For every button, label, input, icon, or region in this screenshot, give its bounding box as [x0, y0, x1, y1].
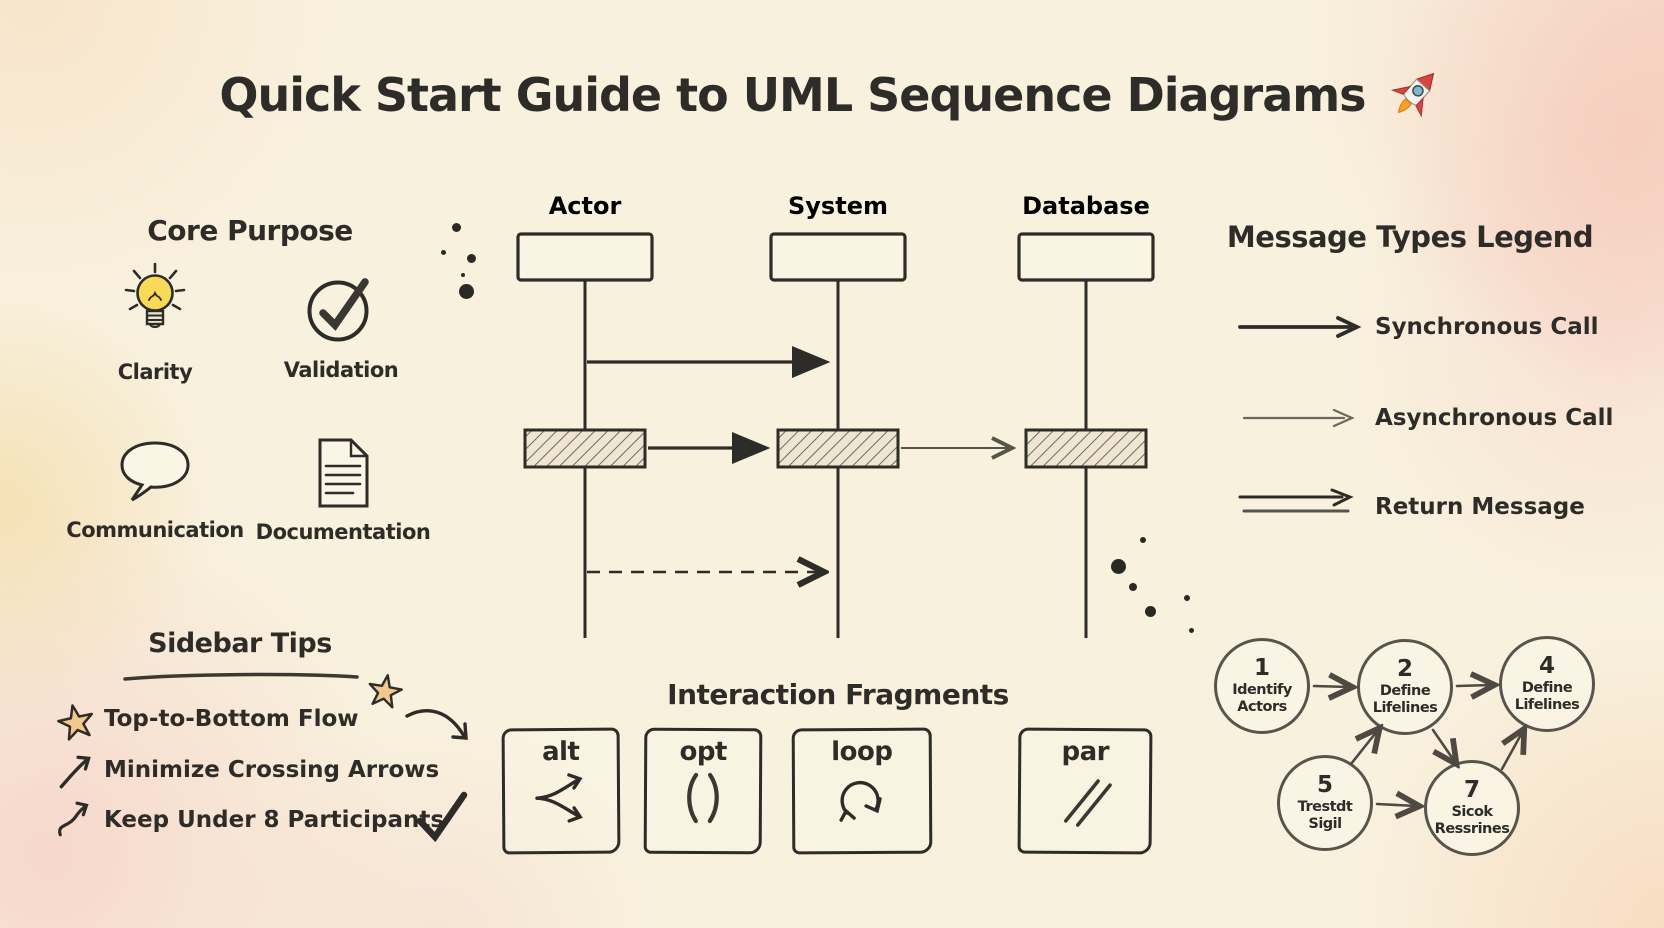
workflow-step-5: 5 Trestdt Sigil: [1277, 755, 1373, 851]
tip-label-flow: Top-to-Bottom Flow: [104, 706, 359, 732]
fragment-label: par: [1061, 736, 1110, 768]
sequence-diagram: Actor System Database: [516, 192, 1155, 638]
decorative-star-icon: [366, 672, 404, 714]
fragment-box-alt: alt: [501, 727, 621, 855]
ink-splatter: [441, 250, 446, 255]
step-label: Trestdt Sigil: [1297, 799, 1353, 832]
solid-filled-arrow-icon: [1238, 314, 1370, 344]
ink-splatter: [459, 284, 474, 299]
lifeline-label-database: Database: [1022, 192, 1150, 220]
parentheses-icon: [678, 769, 728, 831]
fragment-box-opt: opt: [643, 727, 763, 855]
core-purpose-item-clarity: Clarity: [55, 262, 255, 384]
lifeline-label-system: System: [788, 192, 888, 220]
fragment-label: alt: [541, 736, 580, 768]
ink-splatter: [1111, 559, 1126, 574]
activation-system: [776, 428, 900, 469]
lifeline-head-system: [769, 232, 907, 282]
activation-actor: [523, 428, 647, 469]
fragment-box-par: par: [1017, 727, 1153, 855]
step-label: Define Lifelines: [1514, 680, 1580, 713]
fragment-label: loop: [831, 736, 893, 768]
core-purpose-label: Documentation: [255, 520, 431, 544]
workflow-step-1: 1 Identify Actors: [1214, 638, 1310, 734]
core-purpose-label: Validation: [283, 358, 399, 382]
tip-label-arrows: Minimize Crossing Arrows: [104, 757, 440, 783]
ink-splatter: [1145, 606, 1156, 617]
lifeline-head-actor: [516, 232, 654, 282]
step-label: Identify Actors: [1232, 682, 1292, 715]
thin-open-arrow-icon: [1238, 405, 1370, 435]
diagonal-arrow-icon: [56, 752, 96, 796]
curved-arrow-icon: [56, 800, 96, 844]
step-number: 4: [1538, 653, 1555, 680]
core-purpose-item-documentation: Documentation: [243, 436, 443, 544]
step-number: 5: [1316, 772, 1333, 799]
title-underline: [122, 668, 360, 687]
ink-splatter: [461, 273, 465, 277]
parallel-lines-icon: [1054, 769, 1116, 833]
decorative-curved-arrow-icon: [404, 706, 476, 758]
document-icon: [311, 436, 375, 514]
legend-label-asynchronous: Asynchronous Call: [1375, 405, 1614, 431]
workflow-step-2: 2 Define Lifelines: [1357, 639, 1453, 735]
step-number: 2: [1396, 656, 1413, 683]
ink-splatter: [467, 254, 476, 263]
ink-splatter: [1189, 628, 1194, 633]
lightbulb-icon: [118, 262, 192, 354]
ink-splatter: [1129, 583, 1137, 591]
step-number: 7: [1463, 777, 1480, 804]
ink-splatter: [1184, 595, 1190, 601]
tip-label-participants: Keep Under 8 Participants: [104, 807, 445, 833]
ink-splatter: [1140, 537, 1146, 543]
workflow-step-7: 7 Sicok Ressrines: [1424, 760, 1520, 856]
ink-splatter: [452, 223, 461, 232]
core-purpose-item-validation: Validation: [241, 272, 441, 382]
core-purpose-title: Core Purpose: [147, 214, 353, 247]
fragment-label: opt: [679, 736, 727, 768]
legend-label-synchronous: Synchronous Call: [1375, 314, 1599, 340]
activation-database: [1024, 428, 1148, 469]
sidebar-tips-title: Sidebar Tips: [148, 628, 332, 659]
check-circle-icon: [301, 272, 381, 352]
legend-title: Message Types Legend: [1226, 220, 1594, 254]
lifeline-label-actor: Actor: [549, 192, 622, 220]
rocket-icon: [1387, 64, 1445, 126]
page-title-row: Quick Start Guide to UML Sequence Diagra…: [0, 64, 1664, 126]
step-label: Sicok Ressrines: [1434, 804, 1510, 837]
lifeline-head-database: [1017, 232, 1155, 282]
core-purpose-item-communication: Communication: [55, 438, 255, 542]
checkmark-icon: [414, 790, 470, 846]
core-purpose-label: Communication: [66, 518, 244, 542]
interaction-fragments-title: Interaction Fragments: [667, 678, 1009, 711]
step-label: Define Lifelines: [1372, 683, 1438, 716]
step-number: 1: [1253, 655, 1270, 682]
legend-label-return: Return Message: [1375, 494, 1585, 520]
page-title: Quick Start Guide to UML Sequence Diagra…: [219, 68, 1366, 122]
star-icon: [56, 702, 96, 746]
speech-bubble-icon: [115, 438, 195, 512]
core-purpose-label: Clarity: [117, 360, 193, 384]
workflow-step-4: 4 Define Lifelines: [1499, 636, 1595, 732]
double-line-arrow-icon: [1238, 488, 1370, 524]
branch-arrows-icon: [530, 769, 592, 831]
fragment-box-loop: loop: [791, 727, 933, 855]
circular-arrow-icon: [832, 769, 892, 831]
